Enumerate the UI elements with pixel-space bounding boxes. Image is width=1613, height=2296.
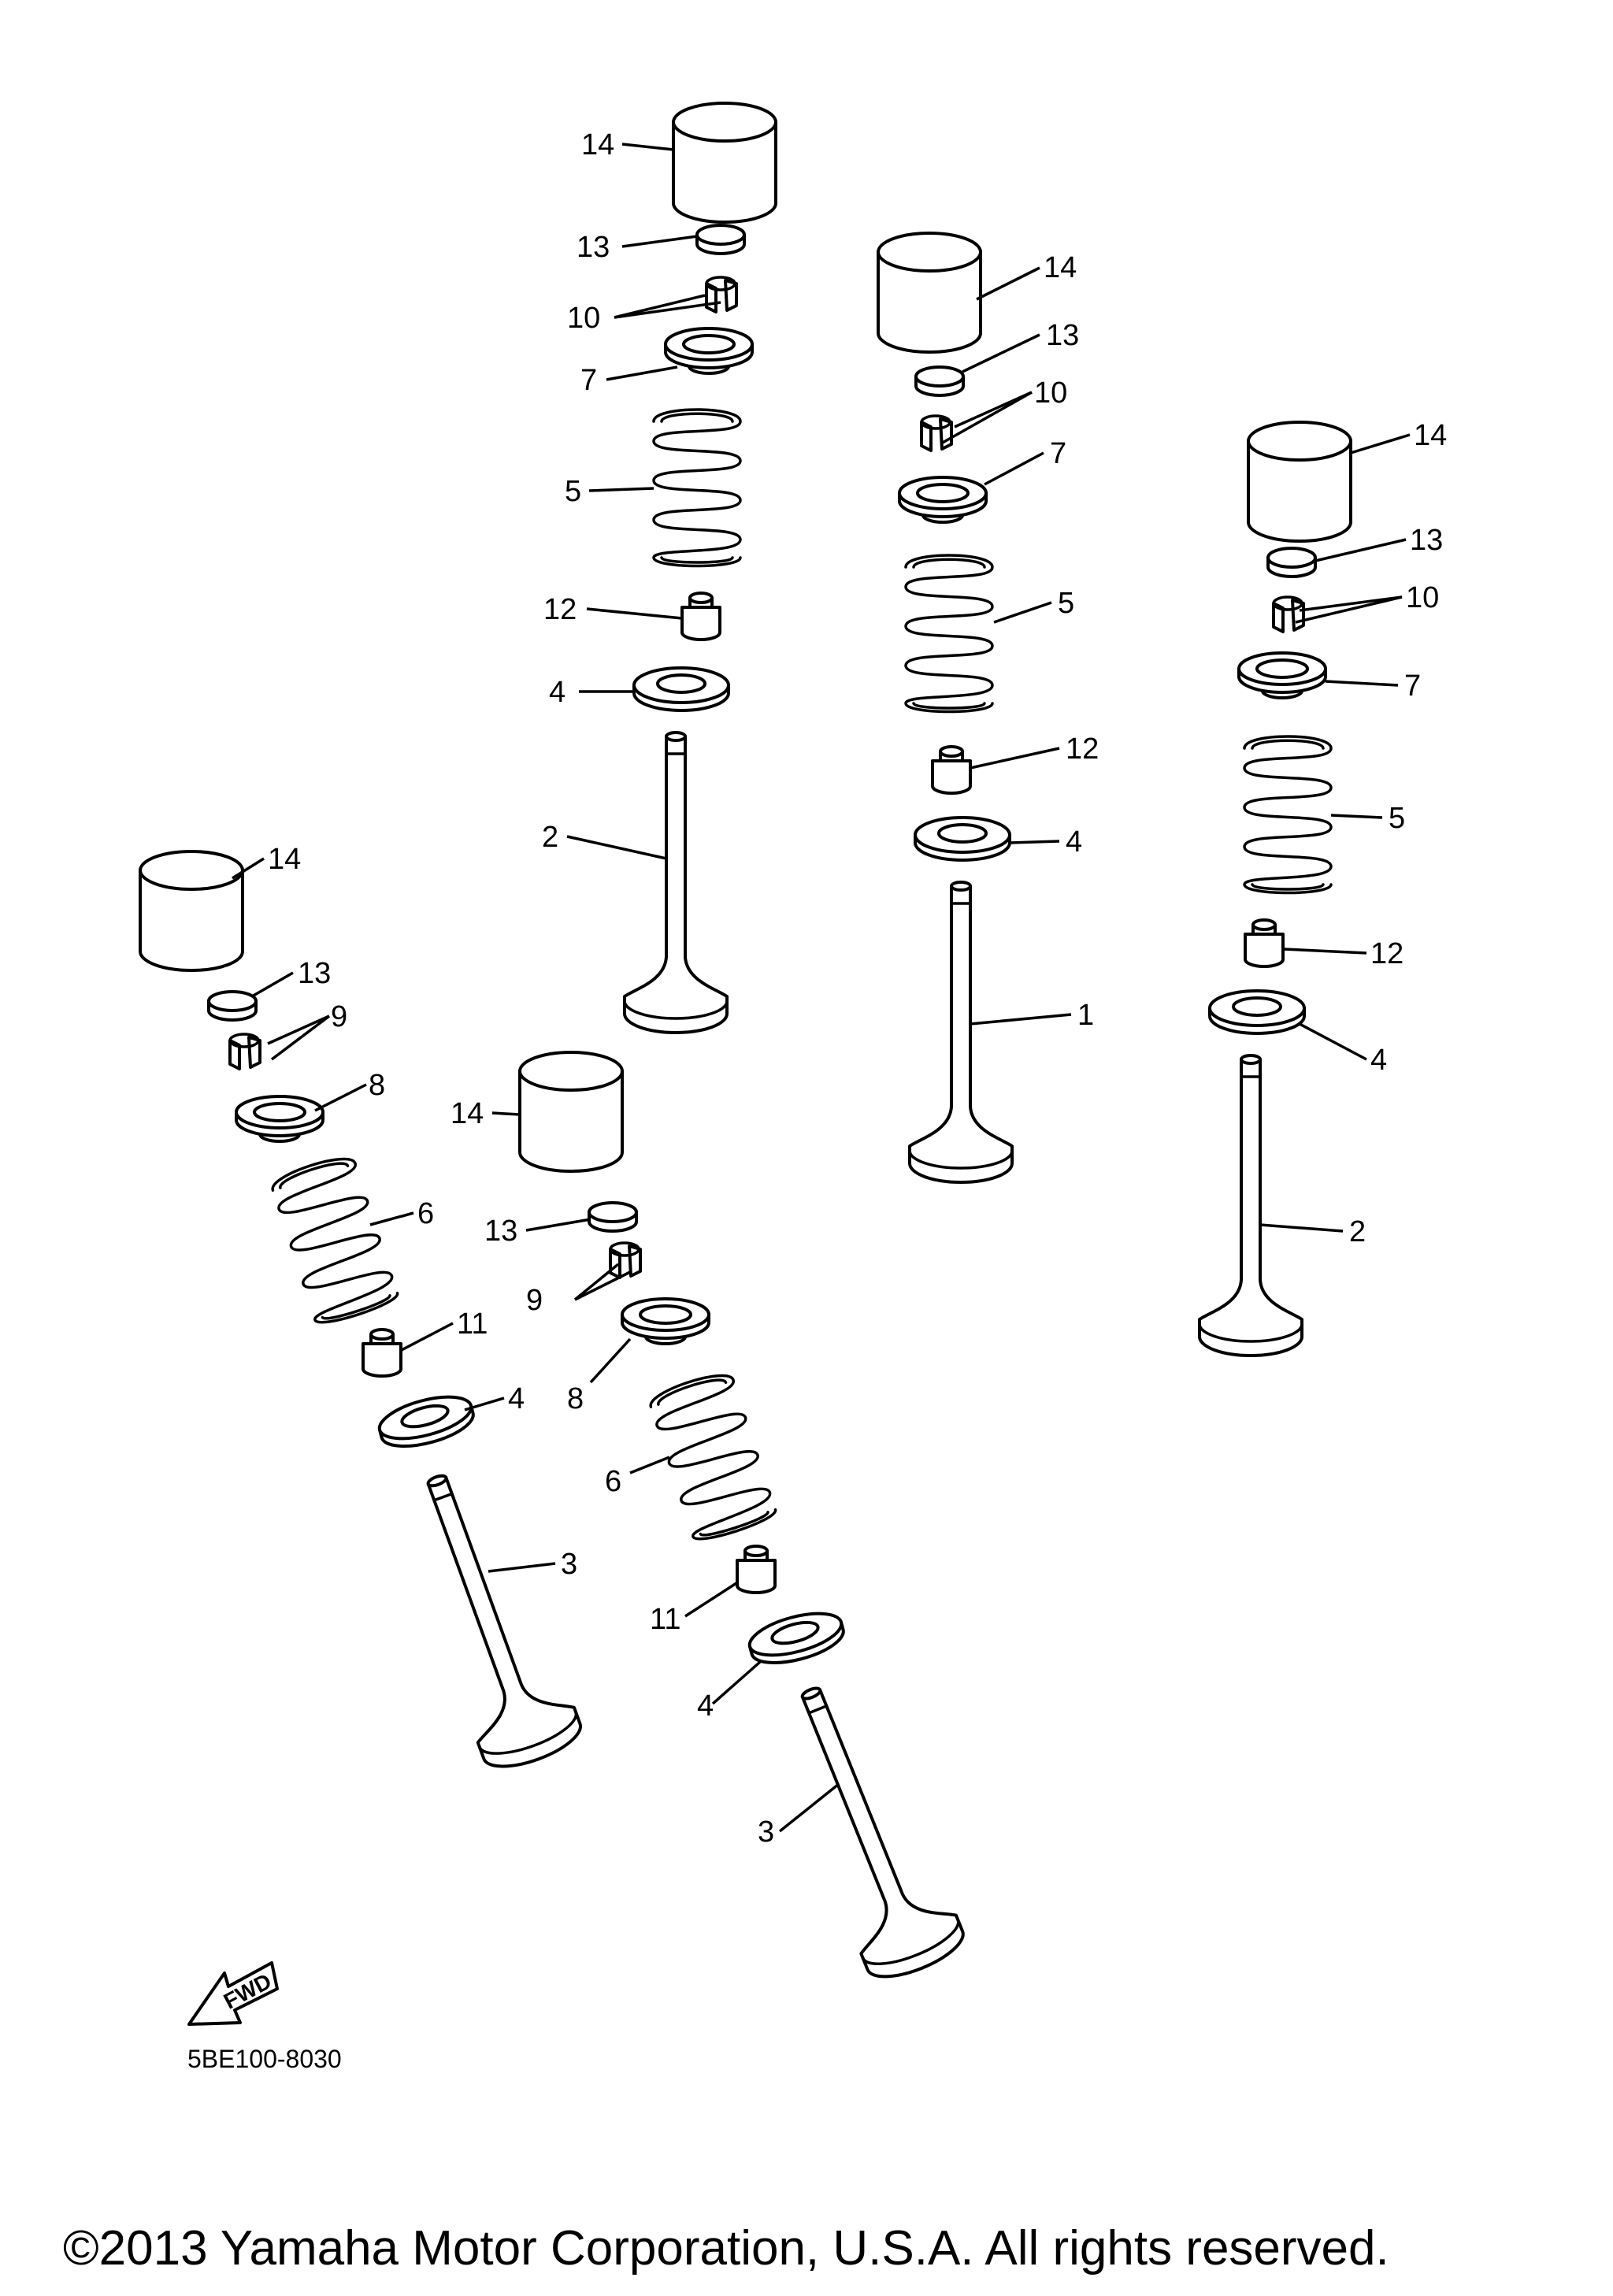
callout-4: 4 [1370,1044,1387,1077]
copyright-text: ©2013 Yamaha Motor Corporation, U.S.A. A… [63,2221,1389,2276]
callout-14: 14 [451,1097,484,1130]
callout-1: 1 [1077,999,1094,1032]
callout-10: 10 [1406,581,1439,614]
callout-14: 14 [1414,419,1447,452]
fwd-arrow-icon: FWD [187,1961,279,2026]
callout-11: 11 [650,1603,680,1636]
callout-14: 14 [581,128,614,161]
callout-14: 14 [268,843,301,876]
callout-labels: 14 13 10 7 5 12 4 2 14 13 10 7 5 12 4 1 … [268,128,1447,1849]
callout-13: 13 [298,957,331,990]
assembly-intake-right [1198,421,1352,1357]
callout-4: 4 [1066,825,1082,859]
callout-13: 13 [1046,319,1079,352]
callout-7: 7 [1404,670,1421,703]
callout-12: 12 [543,593,577,626]
callout-8: 8 [567,1382,584,1415]
callout-4: 4 [508,1382,525,1415]
callout-13: 13 [577,231,610,264]
callout-14: 14 [1044,251,1077,284]
callout-6: 6 [605,1465,621,1498]
callout-5: 5 [1058,587,1074,620]
callout-11: 11 [457,1307,488,1341]
callout-3: 3 [758,1816,774,1849]
callout-7: 7 [580,364,597,397]
callout-13: 13 [1410,524,1443,557]
callout-12: 12 [1370,937,1403,970]
callout-2: 2 [1349,1215,1366,1248]
leader-lines [232,143,1411,1833]
callout-2: 2 [542,821,558,854]
assembly-exhaust-center [518,1051,972,1989]
callout-13: 13 [484,1215,517,1248]
assembly-exhaust-left [139,850,588,1779]
callout-9: 9 [331,1000,347,1033]
callout-10: 10 [1034,376,1067,410]
callout-6: 6 [417,1197,434,1230]
callout-3: 3 [561,1548,577,1581]
assembly-intake-center [877,232,1014,1184]
diagram-code: 5BE100-8030 [187,2045,342,2073]
callout-5: 5 [565,475,581,508]
callout-12: 12 [1066,733,1099,766]
callout-5: 5 [1389,802,1405,835]
callout-8: 8 [369,1069,385,1102]
callout-7: 7 [1050,437,1066,470]
callout-9: 9 [526,1284,543,1317]
callout-4: 4 [549,676,565,709]
callout-10: 10 [567,302,600,335]
callout-4: 4 [697,1690,714,1723]
